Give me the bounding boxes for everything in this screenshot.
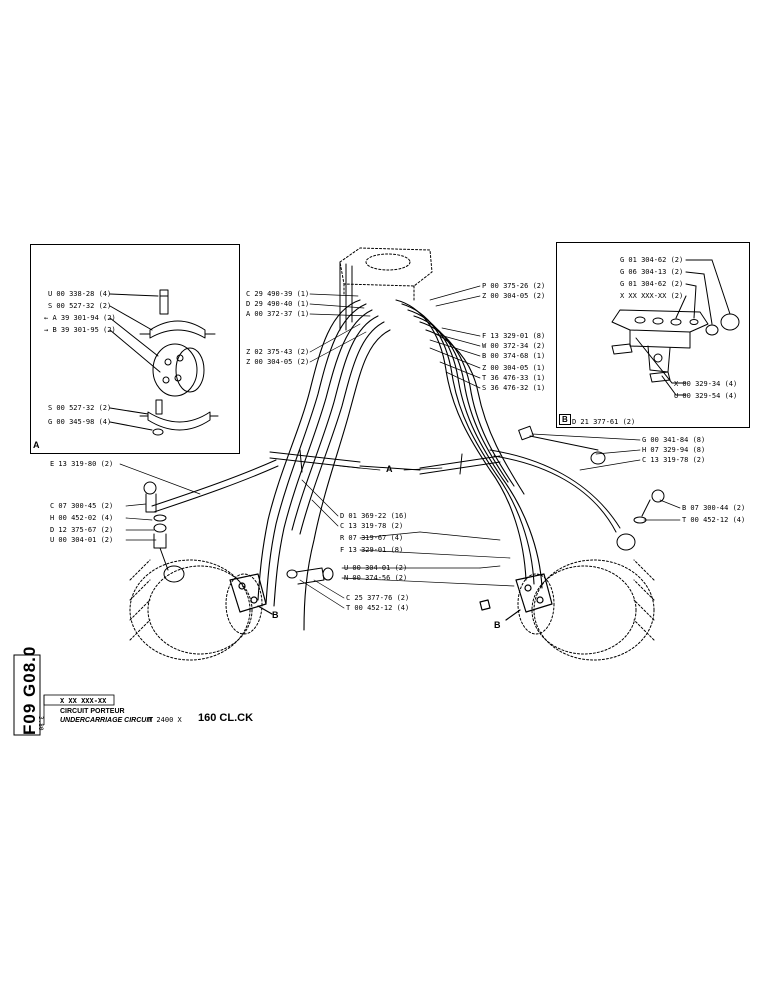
inset-b-label-2: G 01 304-62 (2) bbox=[620, 280, 684, 288]
callout-r-0: G 00 341-84 (8) bbox=[642, 436, 706, 444]
callout-l-0: E 13 319-80 (2) bbox=[50, 460, 114, 468]
callout-r-3: B 07 300-44 (2) bbox=[682, 504, 746, 512]
view-tag-a-center: A bbox=[386, 464, 393, 474]
callout-tr-7: S 36 476-32 (1) bbox=[482, 384, 546, 392]
hose-c-right bbox=[489, 425, 665, 551]
callout-r-4: T 00 452-12 (4) bbox=[682, 516, 746, 524]
callout-l-4: U 00 304-01 (2) bbox=[50, 536, 114, 544]
inset-b-footer-label: D 21 377-61 (2) bbox=[572, 418, 636, 426]
inset-a-tag: A bbox=[33, 440, 40, 450]
inset-a-frame bbox=[30, 244, 240, 454]
callout-tr-4: B 00 374-68 (1) bbox=[482, 352, 546, 360]
leaders-other bbox=[119, 433, 681, 609]
leaders-top-left bbox=[309, 293, 371, 363]
callout-l-2: H 00 452-02 (4) bbox=[50, 514, 114, 522]
callout-r-1: H 07 329-94 (8) bbox=[642, 446, 706, 454]
callout-tr-6: T 36 476-33 (1) bbox=[482, 374, 546, 382]
hose-bundle-right bbox=[395, 299, 543, 589]
inset-a-label-1: S 00 527-32 (2) bbox=[48, 302, 112, 310]
hose-e-left bbox=[143, 459, 279, 583]
callout-tl-0: C 29 490-39 (1) bbox=[246, 290, 310, 298]
hub-block-left bbox=[229, 573, 273, 615]
distributor-block bbox=[339, 247, 433, 301]
hose-risers bbox=[339, 261, 353, 331]
view-tag-b-left: B bbox=[272, 610, 279, 620]
inset-b-frame bbox=[556, 242, 750, 428]
inset-a-label-2-text: A 39 301-94 (2) bbox=[52, 314, 116, 322]
sheet-page: 3.80 bbox=[37, 716, 44, 730]
inset-a-label-4: S 00 527-32 (2) bbox=[48, 404, 112, 412]
callout-l-1: C 07 300-45 (2) bbox=[50, 502, 114, 510]
inset-a-label-3-text: B 39 301-95 (2) bbox=[52, 326, 116, 334]
inset-b-label-5: U 00 329-54 (4) bbox=[674, 392, 738, 400]
callout-tl-3: Z 02 375-43 (2) bbox=[246, 348, 310, 356]
callout-l-3: D 12 375-67 (2) bbox=[50, 526, 114, 534]
inset-b-label-1: G 06 304-13 (2) bbox=[620, 268, 684, 276]
callout-c-5: N 00 374-56 (2) bbox=[344, 574, 408, 582]
callout-c-1: C 13 319-78 (2) bbox=[340, 522, 404, 530]
callout-r-2: C 13 319-78 (2) bbox=[642, 456, 706, 464]
sheet-model: 160 CL.CK bbox=[198, 712, 254, 724]
inset-b-drawing bbox=[611, 259, 740, 396]
inset-a-label-0: U 00 338-28 (4) bbox=[48, 290, 112, 298]
sheet-page-text: 3.80 bbox=[37, 716, 44, 731]
callout-c-2: R 07 319-67 (4) bbox=[340, 534, 404, 542]
view-tag-b-right: B bbox=[494, 620, 501, 630]
leaders-top-right bbox=[429, 285, 481, 389]
inset-a-label-2: ← A 39 301-94 (2) bbox=[44, 314, 116, 322]
inset-b-label-3: X XX XXX-XX (2) bbox=[620, 292, 684, 300]
cross-strap bbox=[269, 449, 501, 475]
callout-c-4: U 00 304-01 (2) bbox=[344, 564, 408, 572]
inset-a-label-3: → B 39 301-95 (2) bbox=[44, 326, 116, 334]
callout-tr-0: P 00 375-26 (2) bbox=[482, 282, 546, 290]
inset-b-label-0: G 01 304-62 (2) bbox=[620, 256, 684, 264]
callout-c-3: F 13 329-01 (8) bbox=[340, 546, 404, 554]
callout-tr-1: Z 00 304-05 (2) bbox=[482, 292, 546, 300]
inset-b-label-4: X 00 329-34 (4) bbox=[674, 380, 738, 388]
sheet-title-fr: CIRCUIT PORTEUR bbox=[60, 708, 125, 715]
callout-tr-3: W 00 372-34 (2) bbox=[482, 342, 546, 350]
inset-b-tag: B bbox=[559, 414, 571, 425]
callout-c-0: D 01 369-22 (16) bbox=[340, 512, 408, 520]
center-fitting bbox=[286, 567, 334, 585]
hub-block-right bbox=[479, 573, 553, 621]
sheet-part-no: X XX XXX-XX bbox=[60, 697, 107, 705]
callout-tl-4: Z 00 304-05 (2) bbox=[246, 358, 310, 366]
sheet-model-prefix: M 2400 X bbox=[148, 716, 182, 724]
callout-tr-5: Z 00 304-05 (1) bbox=[482, 364, 546, 372]
callout-c-7: T 00 452-12 (4) bbox=[346, 604, 410, 612]
wheel-left bbox=[129, 559, 263, 661]
callout-c-6: C 25 377-76 (2) bbox=[346, 594, 410, 602]
callout-tl-1: D 29 490-40 (1) bbox=[246, 300, 310, 308]
inset-a-label-5: G 00 345-98 (4) bbox=[48, 418, 112, 426]
inset-a-drawing bbox=[109, 289, 219, 436]
sheet-title-en: UNDERCARRIAGE CIRCUIT bbox=[60, 717, 153, 724]
callout-tl-2: A 00 372-37 (1) bbox=[246, 310, 310, 318]
callout-tr-2: F 13 329-01 (8) bbox=[482, 332, 546, 340]
